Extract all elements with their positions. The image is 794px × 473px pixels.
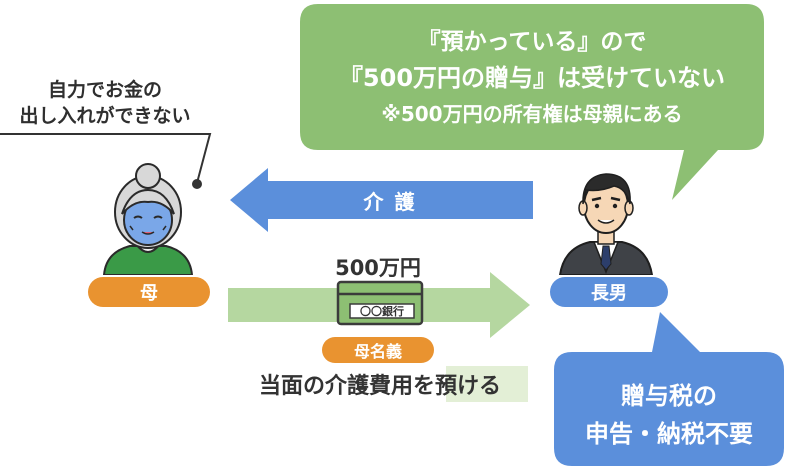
- son-pill: 長男: [550, 277, 668, 307]
- green-bubble-line2: 『500万円の贈与』は受けていない: [338, 64, 726, 92]
- mother-pill: 母: [88, 277, 210, 307]
- blue-box-line1: 贈与税の: [621, 381, 717, 410]
- passbook-bank-text: 〇〇銀行: [360, 305, 404, 318]
- amount-label: 500万円: [335, 256, 421, 280]
- green-bubble-line1: 『預かっている』ので: [417, 29, 647, 55]
- green-bubble-line3: ※500万円の所有権は母親にある: [381, 102, 683, 126]
- care-arrow-label: 介 護: [363, 189, 417, 214]
- blue-box-line2: 申告・納税不要: [585, 419, 753, 448]
- mother-illustration: [102, 163, 194, 275]
- mother-thought-line2: 出し入れができない: [19, 105, 191, 127]
- purpose-highlight: [446, 366, 528, 402]
- passbook-icon: [336, 280, 424, 326]
- son-illustration: [558, 173, 654, 275]
- holder-badge: 母名義: [322, 337, 434, 363]
- purpose-text: 当面の介護費用を預ける: [258, 374, 501, 399]
- mother-thought-line1: 自力でお金の: [47, 79, 162, 101]
